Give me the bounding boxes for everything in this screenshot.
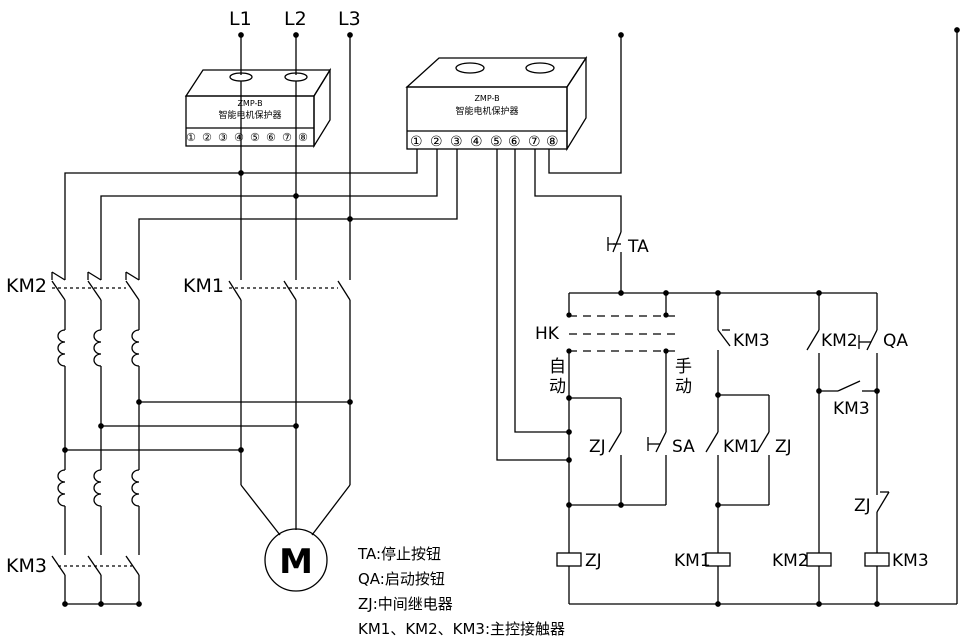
km3-contact-label: KM3: [733, 331, 770, 351]
phase-lines: [238, 32, 353, 280]
protector-small-box: [184, 67, 332, 149]
terminal: ⑦: [282, 131, 292, 144]
protector-large-box: [405, 55, 588, 152]
terminal: ③: [218, 131, 228, 144]
zj-coil-label: ZJ: [585, 551, 602, 571]
sa-label: SA: [672, 437, 695, 457]
legend-qa: QA:启动按钮: [358, 570, 445, 588]
protector-small-model: ZMP-B: [237, 99, 262, 108]
protector-large-terminals: ① ② ③ ④ ⑤ ⑥ ⑦ ⑧: [410, 134, 559, 150]
terminal: ②: [430, 134, 443, 150]
terminal: ④: [470, 134, 483, 150]
terminal: ⑥: [266, 131, 276, 144]
terminal: ①: [186, 131, 196, 144]
terminal: ⑤: [250, 131, 260, 144]
protector-large-name: 智能电机保护器: [455, 105, 518, 117]
terminal: ⑧: [546, 134, 559, 150]
terminal: ⑥: [508, 134, 521, 150]
power-wiring: [51, 146, 458, 607]
km2-coil-label: KM2: [772, 551, 809, 571]
km1-power-label: KM1: [183, 275, 224, 297]
manual-label-2: 动: [675, 377, 692, 397]
km1-contact-label: KM1: [723, 437, 760, 457]
zj-contact-label: ZJ: [775, 437, 792, 457]
legend-ta: TA:停止按钮: [357, 545, 441, 563]
auto-label-2: 动: [549, 377, 566, 397]
terminal: ③: [450, 134, 463, 150]
terminal: ①: [410, 134, 423, 150]
terminal: ②: [202, 131, 212, 144]
phase-label-l1: L1: [229, 8, 252, 30]
zj-auto-label: ZJ: [589, 437, 606, 457]
terminal: ⑦: [528, 134, 541, 150]
terminal: ④: [234, 131, 244, 144]
km3-hold-label: KM3: [833, 399, 870, 419]
manual-label-1: 手: [675, 357, 692, 377]
phase-label-l2: L2: [284, 8, 307, 30]
control-wiring: [496, 27, 960, 607]
protector-large-model: ZMP-B: [474, 94, 499, 103]
hk-label: HK: [535, 324, 560, 344]
ta-label: TA: [627, 237, 649, 257]
auto-label-1: 自: [549, 357, 566, 377]
phase-label-l3: L3: [338, 8, 361, 30]
km2-contact-label: KM2: [821, 331, 858, 351]
legend-zj: ZJ:中间继电器: [358, 595, 453, 613]
qa-label: QA: [883, 331, 908, 351]
protector-small-terminals: ① ② ③ ④ ⑤ ⑥ ⑦ ⑧: [186, 131, 308, 144]
motor-label: M: [279, 542, 313, 582]
km1-coil-label: KM1: [674, 551, 711, 571]
legend-km: KM1、KM2、KM3:主控接触器: [358, 620, 565, 638]
zj-nc-label: ZJ: [854, 496, 871, 516]
km2-power-label: KM2: [6, 275, 47, 297]
terminal: ⑧: [298, 131, 308, 144]
km3-power-label: KM3: [6, 555, 47, 577]
terminal: ⑤: [490, 134, 503, 150]
protector-small-name: 智能电机保护器: [218, 109, 281, 121]
km3-coil-label: KM3: [892, 551, 929, 571]
